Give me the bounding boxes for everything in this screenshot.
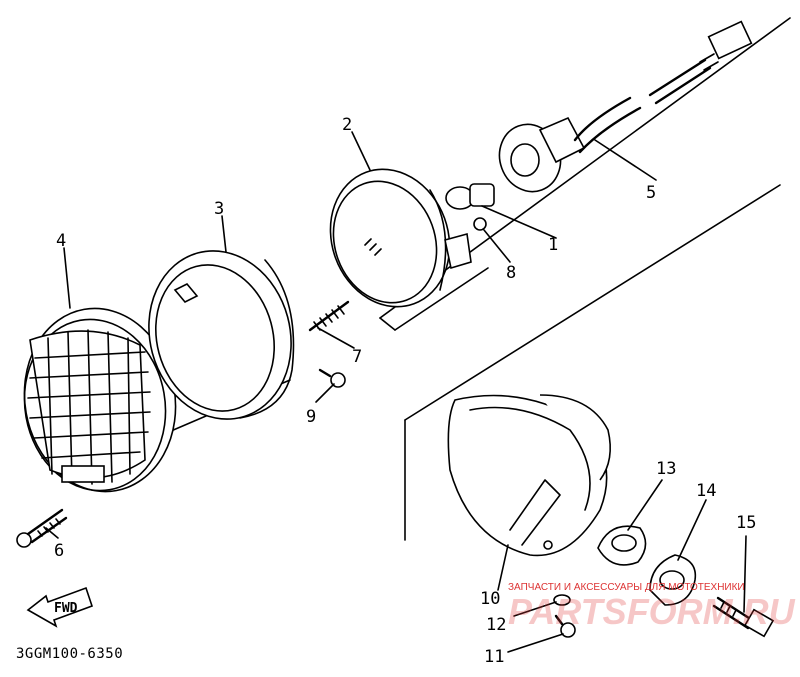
part-headlight-rim bbox=[148, 250, 295, 420]
part-screw-6 bbox=[16, 508, 68, 548]
part-screw-11 bbox=[554, 614, 576, 638]
watermark: ЗАПЧАСТИ И АКСЕССУАРЫ ДЛЯ МОТОТЕХНИКИ PA… bbox=[508, 582, 796, 632]
part-socket-cord bbox=[498, 20, 753, 193]
part-bracket-14 bbox=[649, 554, 697, 606]
callout-7: 7 bbox=[352, 347, 362, 367]
callout-numbers: 1 2 3 4 5 6 7 8 9 10 11 12 13 14 15 bbox=[54, 115, 756, 667]
callout-3: 3 bbox=[214, 199, 224, 219]
watermark-tagline: ЗАПЧАСТИ И АКСЕССУАРЫ ДЛЯ МОТОТЕХНИКИ bbox=[508, 582, 745, 593]
callout-13: 13 bbox=[656, 459, 676, 479]
part-washer-12 bbox=[553, 594, 571, 606]
callout-12: 12 bbox=[486, 615, 506, 635]
callout-14: 14 bbox=[696, 481, 716, 501]
callout-4: 4 bbox=[56, 231, 66, 251]
callout-2: 2 bbox=[342, 115, 352, 135]
part-headlight-guard bbox=[23, 307, 177, 493]
fwd-label: FWD bbox=[54, 601, 78, 616]
callout-leader-lines bbox=[45, 131, 747, 653]
callout-10: 10 bbox=[480, 589, 500, 609]
watermark-brand: PARTSFORM.RU bbox=[508, 591, 796, 632]
part-bolt-15 bbox=[712, 596, 775, 638]
callout-11: 11 bbox=[484, 647, 504, 667]
callout-6: 6 bbox=[54, 541, 64, 561]
part-adjust-spring-7 bbox=[308, 300, 350, 332]
part-bulb bbox=[445, 183, 495, 210]
part-nut-8 bbox=[473, 217, 487, 231]
part-headlight-unit bbox=[329, 168, 472, 308]
callout-8: 8 bbox=[506, 263, 516, 283]
callout-9: 9 bbox=[306, 407, 316, 427]
callout-1: 1 bbox=[548, 235, 558, 255]
callout-15: 15 bbox=[736, 513, 756, 533]
part-headlight-body bbox=[447, 394, 611, 557]
callout-5: 5 bbox=[646, 183, 656, 203]
part-grommet-13 bbox=[597, 525, 647, 566]
forward-direction-arrow: FWD bbox=[26, 586, 94, 628]
diagram-part-code: 3GGM100-6350 bbox=[16, 646, 123, 662]
